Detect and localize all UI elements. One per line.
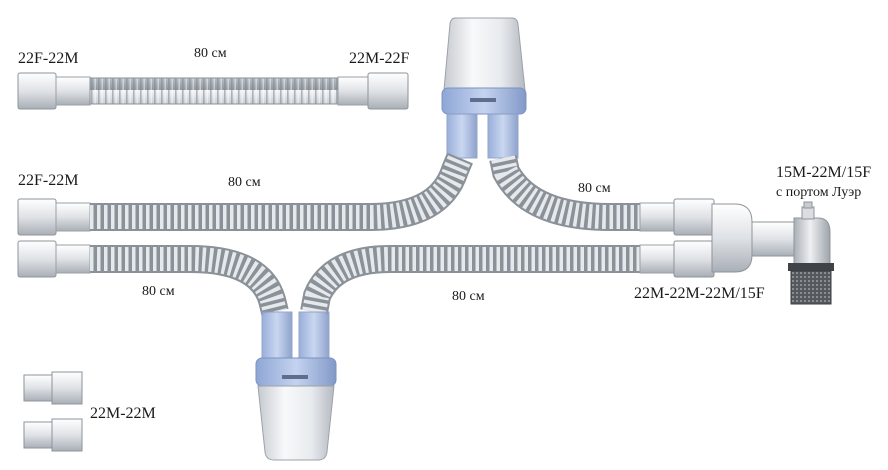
tube-lower-right-limb [300,240,715,315]
tube-body [89,77,339,105]
adapter-left-half [23,421,53,449]
luer-port [801,206,815,220]
left-cuff [17,240,57,278]
left-cuff [17,72,57,110]
label-top-length: 80 см [194,46,227,61]
left-neck [55,202,91,232]
tube-ribs [491,155,640,229]
adapter-upper [23,371,83,405]
label-top-left-connector: 22F-22M [18,50,78,67]
adapter-left-half [23,374,53,402]
water-trap-upper [441,17,527,159]
trap-latch [470,98,496,102]
trap-port-right [487,113,519,159]
adapter-lower [23,418,83,452]
right-neck [639,202,675,232]
adapter-right-half [51,418,83,452]
trap-collar [255,357,337,387]
left-neck [55,76,91,106]
trap-cup [443,17,526,91]
straight-tube-top [17,72,409,110]
trap-port-left [446,113,478,159]
adapter-right-half [51,371,83,405]
trap-port-right [298,311,330,359]
y-piece [711,201,834,305]
y-piece-body [711,203,753,273]
trap-port-left [261,311,293,359]
label-right-upper-length: 80 см [578,181,611,196]
water-trap-lower [255,311,337,461]
tube-ribs [90,153,472,229]
luer-cap [803,201,813,209]
label-lower-right-connector: 22M-22M-22M/15F [634,285,765,302]
label-right-connector-line2: с портом Луэр [776,185,861,200]
right-neck [639,244,675,274]
right-cuff [673,198,715,236]
tube-ribs [302,247,640,315]
trap-cup [257,385,335,461]
elbow-collar [788,263,834,271]
label-mid-left-connector: 22F-22M [18,172,78,189]
label-adapter: 22M-22M [90,405,156,422]
label-lower-right-length: 80 см [452,289,485,304]
trap-latch [282,375,308,379]
filter-mesh [790,270,832,305]
elbow-connector [793,217,831,266]
right-cuff [673,240,715,278]
tube-ribs [90,247,287,315]
label-lower-left-length: 80 см [142,284,175,299]
right-neck [337,76,369,106]
tube-upper-left-limb [17,152,473,236]
label-mid-length: 80 см [228,175,261,190]
y-piece-outlet [751,221,795,257]
left-cuff [17,198,57,236]
right-cuff [367,72,409,110]
label-right-connector-line1: 15M-22M/15F [776,164,871,181]
tube-upper-right-limb [489,155,715,236]
label-top-right-connector: 22M-22F [349,50,410,67]
left-neck [55,244,91,274]
tube-lower-left-limb [17,240,289,316]
